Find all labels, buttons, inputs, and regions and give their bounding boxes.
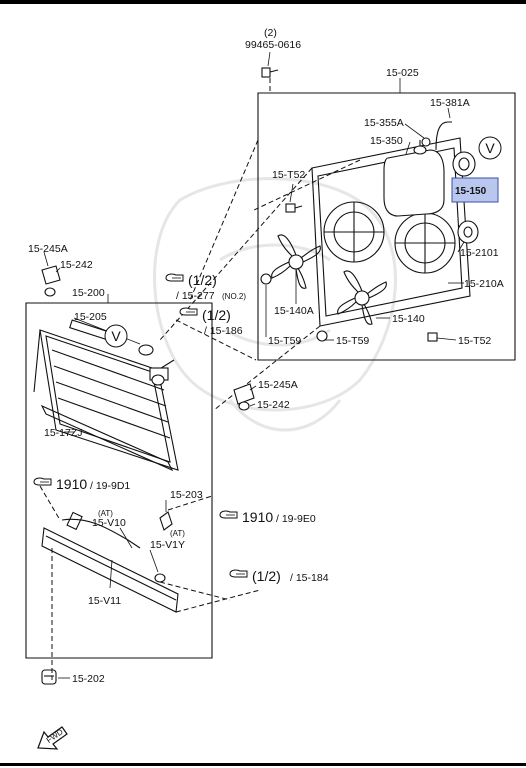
fan-blade-right [337, 270, 387, 325]
svg-text:/ 19-9D1: / 19-9D1 [90, 480, 130, 492]
ref-15-184[interactable]: (1/2) / 15-184 [229, 568, 329, 584]
label-15-205: 15-205 [74, 311, 107, 323]
svg-text:/ 15-186: / 15-186 [204, 325, 243, 337]
label-15-v10-at: (AT) [98, 509, 113, 518]
bottom-rule [0, 763, 526, 766]
label-15-t52-top: 15-T52 [272, 169, 305, 181]
marker-v-top: V [478, 136, 502, 160]
fan-motor-upper [452, 151, 476, 177]
radiator-box [25, 302, 213, 659]
label-15-140: 15-140 [392, 313, 425, 325]
label-15-150: 15-150 [455, 186, 487, 197]
atf-fitting [154, 573, 166, 583]
nut-t59-b [316, 330, 328, 342]
hose-clip [159, 511, 173, 531]
svg-text:(1/2): (1/2) [252, 568, 281, 584]
label-15-200: 15-200 [72, 287, 105, 299]
svg-text:(1/2): (1/2) [202, 307, 231, 323]
label-15-202: 15-202 [72, 673, 105, 685]
label-15-v11: 15-V11 [88, 595, 121, 607]
label-15-140a: 15-140A [274, 305, 314, 317]
marker-v-left: V [104, 324, 128, 348]
mount-bracket-top [41, 265, 61, 297]
label-15-381a: 15-381A [430, 97, 470, 109]
pointing-hand-icon [219, 510, 238, 519]
fan-blade-left [271, 234, 321, 289]
radiator-seal [40, 404, 174, 472]
svg-text:/ 15-184: / 15-184 [290, 572, 329, 584]
label-15-350: 15-350 [370, 135, 403, 147]
bolt-t52-top [285, 203, 303, 213]
label-qty: (2) [264, 27, 277, 39]
lower-crossmember [41, 511, 179, 613]
bolt-99465 [261, 67, 279, 78]
drain-plug [41, 669, 57, 685]
svg-text:/ 15-277: / 15-277 [176, 290, 215, 302]
fwd-arrow-icon: FWD [37, 726, 68, 750]
bolt-t52-bottom [427, 332, 438, 342]
label-99465-0616: 99465-0616 [245, 39, 301, 51]
top-rule [0, 0, 526, 4]
ref-15-277[interactable]: (1/2) / 15-277 (NO.2) [165, 272, 246, 302]
svg-text:(1/2): (1/2) [188, 272, 217, 288]
svg-text:1910: 1910 [242, 509, 273, 525]
pointing-hand-icon [33, 477, 52, 486]
svg-text:V: V [485, 140, 495, 156]
atf-hose [61, 518, 141, 549]
mount-bracket-mid [233, 383, 255, 411]
pointing-hand-icon [179, 307, 198, 316]
reservoir-cap [421, 137, 431, 147]
svg-text:1910: 1910 [56, 476, 87, 492]
label-15-t59-a: 15-T59 [268, 335, 301, 347]
nut-t59-a [260, 273, 272, 285]
ref-19-9d1[interactable]: 1910 / 19-9D1 [33, 476, 130, 492]
radiator-core [33, 319, 179, 471]
label-15-025: 15-025 [386, 67, 419, 79]
radiator-cap [138, 344, 154, 356]
svg-text:(NO.2): (NO.2) [222, 292, 246, 301]
label-15-t52-bottom: 15-T52 [458, 335, 491, 347]
highlight-15-150 [451, 177, 499, 203]
label-15-242-top: 15-242 [60, 259, 93, 271]
pointing-hand-icon [165, 273, 184, 282]
reservoir-tank [383, 140, 445, 217]
label-15-v1y: 15-V1Y [150, 539, 185, 551]
label-15-t59-b: 15-T59 [336, 335, 369, 347]
svg-text:V: V [111, 328, 121, 344]
pointing-hand-icon [229, 569, 248, 578]
label-15-245a-top: 15-245A [28, 243, 68, 255]
fan-shroud [311, 137, 471, 327]
label-15-355a: 15-355A [364, 117, 404, 129]
fan-assembly-box [257, 92, 516, 361]
svg-text:/ 19-9E0: / 19-9E0 [276, 513, 316, 525]
overflow-hose [435, 121, 452, 151]
fan-motor-lower [457, 220, 479, 244]
label-15-203: 15-203 [170, 489, 203, 501]
ref-15-186[interactable]: (1/2) / 15-186 [179, 307, 243, 337]
ref-19-9e0[interactable]: 1910 / 19-9E0 [219, 509, 316, 525]
label-15-17zj: 15-17ZJ [44, 427, 83, 439]
label-15-242-mid: 15-242 [257, 399, 290, 411]
label-15-v1y-at: (AT) [170, 529, 185, 538]
label-15-2101: 15-2101 [460, 247, 499, 259]
label-15-210a: 15-210A [464, 278, 504, 290]
label-15-245a-mid: 15-245A [258, 379, 298, 391]
label-15-v10: 15-V10 [92, 517, 126, 529]
